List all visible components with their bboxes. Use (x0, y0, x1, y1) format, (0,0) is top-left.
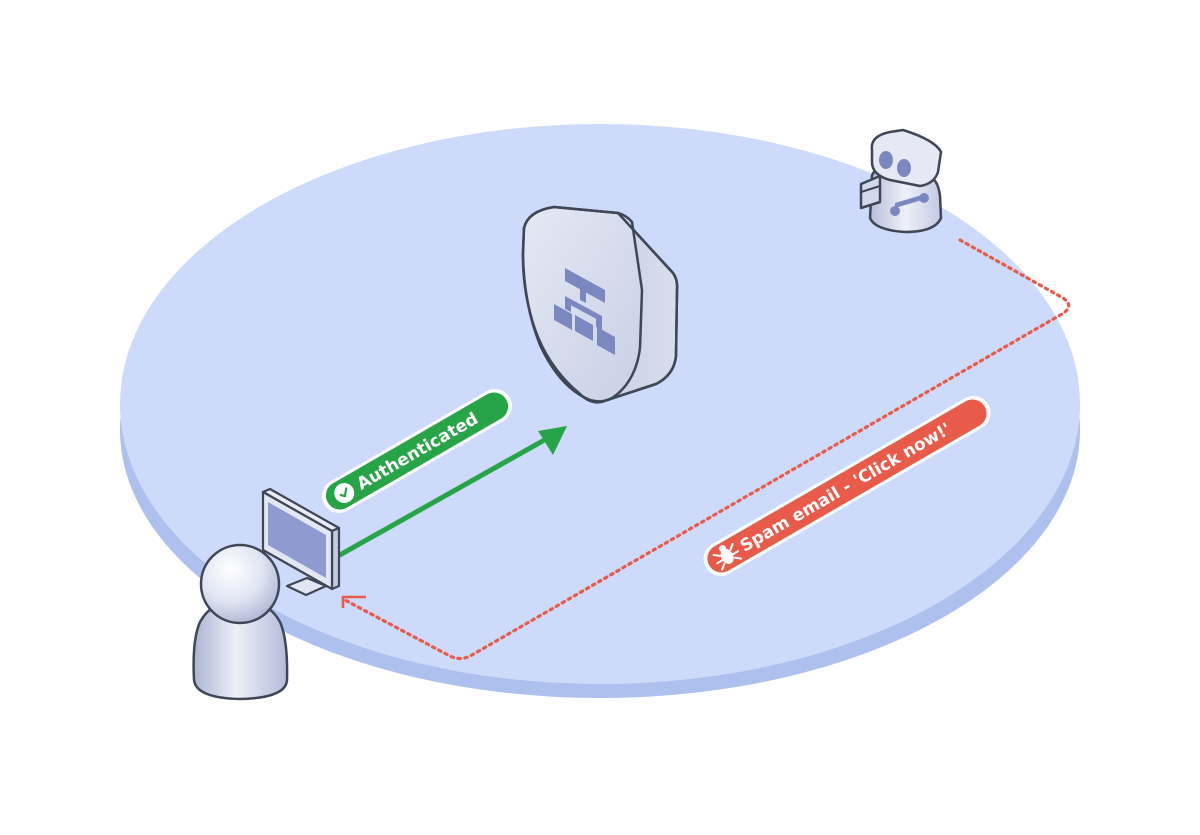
user-body (192, 598, 289, 701)
platform (120, 124, 1080, 698)
robot-eye-right (897, 159, 911, 177)
authenticated-pill (325, 392, 509, 510)
shield-outline (521, 205, 679, 404)
bug-icon (712, 542, 743, 571)
robot-icon (890, 193, 929, 216)
authenticated-flow (336, 426, 567, 559)
spam-flow-path (341, 238, 1071, 661)
computer (261, 487, 341, 597)
monitor-screen (268, 502, 326, 578)
security-gateway (521, 205, 679, 404)
user-icon (199, 543, 281, 625)
user (192, 543, 289, 701)
attacker-robot (859, 128, 943, 234)
spam-pill (707, 399, 987, 573)
check-circle-icon (334, 483, 355, 503)
authenticated-arrowhead (538, 426, 567, 455)
robot-eye-left (879, 151, 893, 169)
spam-flow (341, 238, 1071, 661)
robot-head (870, 128, 943, 188)
authenticated-arrow-line (336, 435, 550, 559)
robot-arm (859, 174, 882, 210)
spam-flow-arrowhead (341, 595, 366, 608)
network-hierarchy-icon (554, 268, 615, 355)
